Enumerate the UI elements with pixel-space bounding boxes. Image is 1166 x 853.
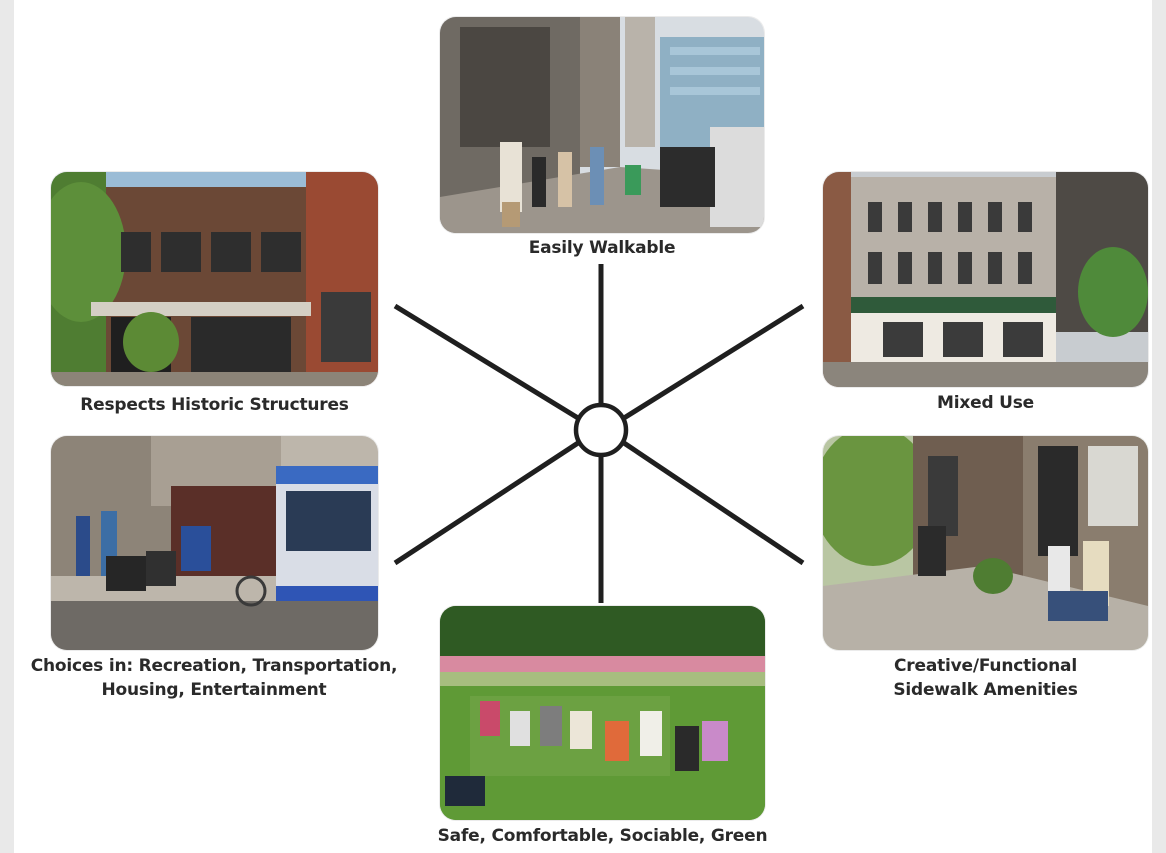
caption-historic: Respects Historic Structures — [40, 393, 389, 417]
sidewalk-bench-people-photo — [823, 436, 1148, 650]
lawn-picnic-group-photo — [440, 606, 765, 820]
brick-storefront-building-photo — [51, 172, 378, 386]
city-sidewalk-pedestrians-photo — [440, 17, 764, 233]
street-bus-strollers-photo — [51, 436, 378, 650]
caption-amenities: Creative/Functional Sidewalk Amenities — [823, 654, 1148, 702]
caption-green: Safe, Comfortable, Sociable, Green — [400, 824, 805, 848]
caption-choices: Choices in: Recreation, Transportation, … — [14, 654, 414, 702]
historic-corner-building-photo — [823, 172, 1148, 387]
caption-walkable: Easily Walkable — [440, 236, 764, 260]
caption-line: Creative/Functional — [894, 656, 1077, 676]
spoke-upper-left — [393, 303, 580, 421]
spoke-lower-left — [393, 440, 580, 566]
hub-circle — [573, 402, 629, 458]
caption-line: Housing, Entertainment — [101, 680, 327, 700]
caption-line: Respects Historic Structures — [80, 395, 349, 415]
caption-line: Safe, Comfortable, Sociable, Green — [437, 826, 768, 846]
caption-line: Choices in: Recreation, Transportation, — [30, 656, 398, 676]
spoke-lower-right — [622, 440, 805, 566]
caption-line: Mixed Use — [937, 393, 1034, 413]
caption-line: Easily Walkable — [528, 238, 676, 258]
caption-line: Sidewalk Amenities — [893, 680, 1078, 700]
spoke-upper-right — [622, 303, 805, 421]
caption-mixed-use: Mixed Use — [823, 391, 1148, 415]
